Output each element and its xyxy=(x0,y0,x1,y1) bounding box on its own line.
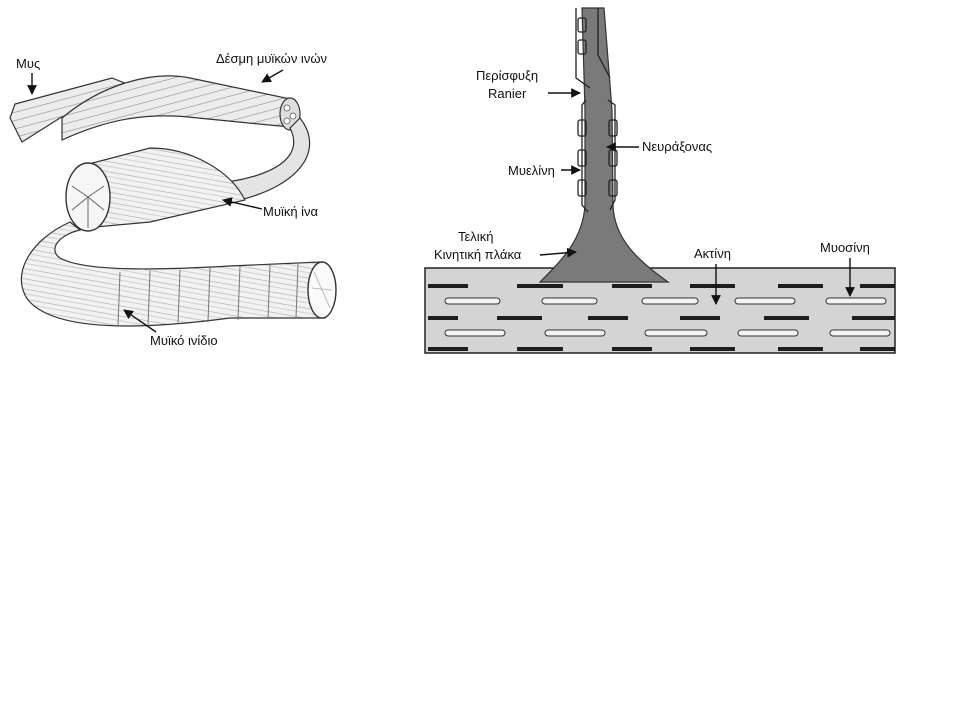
myelin-lower-right xyxy=(607,99,616,211)
myelin-upper-right xyxy=(597,8,611,79)
label-endplate-line1: Τελική xyxy=(458,229,493,244)
label-actin: Ακτίνη xyxy=(694,246,731,261)
arrow-myofibril xyxy=(123,309,157,333)
label-myofibril: Μυϊκό ινίδιο xyxy=(150,333,218,348)
label-fiber-bundle: Δέσμη μυϊκών ινών xyxy=(216,51,327,66)
neuromuscular-junction-diagram: Περίσφυξη Ranier Νευράξονας Μυελίνη Τελι… xyxy=(424,7,896,354)
myelin-upper-left xyxy=(575,8,591,89)
arrow-muscle-fiber xyxy=(222,197,263,210)
label-myosin: Μυοσίνη xyxy=(820,240,870,255)
myosin-filaments xyxy=(444,297,891,337)
label-axon: Νευράξονας xyxy=(642,139,712,154)
label-ranvier-line2: Ranier xyxy=(488,86,527,101)
label-ranvier-line1: Περίσφυξη xyxy=(476,68,538,83)
axon-shape xyxy=(538,7,670,283)
label-myelin: Μυελίνη xyxy=(508,163,555,178)
actin-filaments xyxy=(428,284,895,351)
label-muscle-fiber: Μυϊκή ίνα xyxy=(263,204,319,219)
myelin-lower-left xyxy=(581,99,589,213)
myofibril-shape xyxy=(20,221,326,327)
label-muscle: Μυς xyxy=(16,56,40,71)
arrow-fiber-bundle xyxy=(261,69,284,83)
muscle-structure-diagram: Μυς Δέσμη μυϊκών ινών Μυϊκή ίνα Μυϊκό ιν… xyxy=(9,51,337,348)
arrow-endplate xyxy=(539,247,577,258)
label-endplate-line2: Κινητική πλάκα xyxy=(434,247,522,262)
